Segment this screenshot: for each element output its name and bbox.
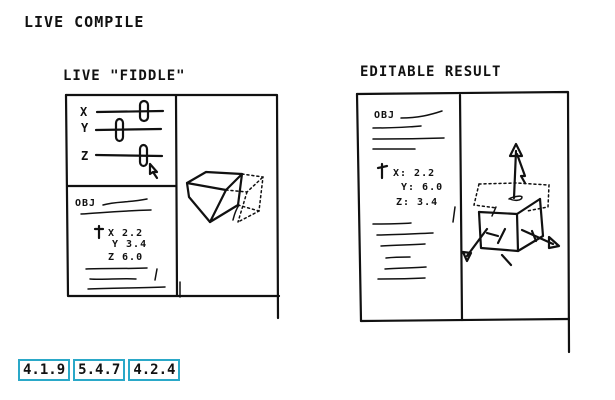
slider-handle-x[interactable] <box>138 99 150 123</box>
left-cube-preview <box>185 170 264 224</box>
slider-y[interactable]: Y <box>81 117 163 143</box>
right-mockup: OBJ X: 2.2 Y: 6.0 Z: 3.4 <box>355 90 571 354</box>
right-obj-label: OBJ <box>374 110 395 121</box>
right-x-value: X: 2.2 <box>393 168 435 179</box>
right-z-value: Z: 3.4 <box>396 197 438 208</box>
version-badge-1: 4.1.9 <box>18 359 71 381</box>
slider-label-x: X <box>80 105 88 119</box>
slider-label-y: Y <box>81 121 89 135</box>
slider-handle-z[interactable] <box>138 143 149 168</box>
right-panel-heading: EDITABLE RESULT <box>360 64 501 80</box>
version-badges: 4.1.9 5.4.7 4.2.4 <box>18 359 181 381</box>
left-obj-label: OBJ <box>75 198 96 209</box>
slider-z[interactable]: Z <box>81 143 164 180</box>
left-panel-heading: LIVE "FIDDLE" <box>63 68 186 84</box>
left-x-value: X 2.2 <box>108 228 143 239</box>
right-cube-editor[interactable] <box>461 142 561 267</box>
slider-handle-y[interactable] <box>114 117 125 143</box>
slider-x[interactable]: X <box>80 99 165 123</box>
left-z-value: Z 6.0 <box>108 252 143 263</box>
cursor-icon <box>148 162 159 180</box>
version-badge-3: 4.2.4 <box>128 359 181 381</box>
slider-label-z: Z <box>81 149 89 163</box>
right-y-value: Y: 6.0 <box>401 182 443 193</box>
main-title: LIVE COMPILE <box>24 13 144 31</box>
left-y-value: Y 3.4 <box>112 239 147 250</box>
cursor-icon <box>515 152 527 185</box>
left-mockup: X Y Z OBJ X 2.2 Y 3.4 Z 6.0 <box>64 93 281 320</box>
version-badge-2: 5.4.7 <box>73 359 126 381</box>
